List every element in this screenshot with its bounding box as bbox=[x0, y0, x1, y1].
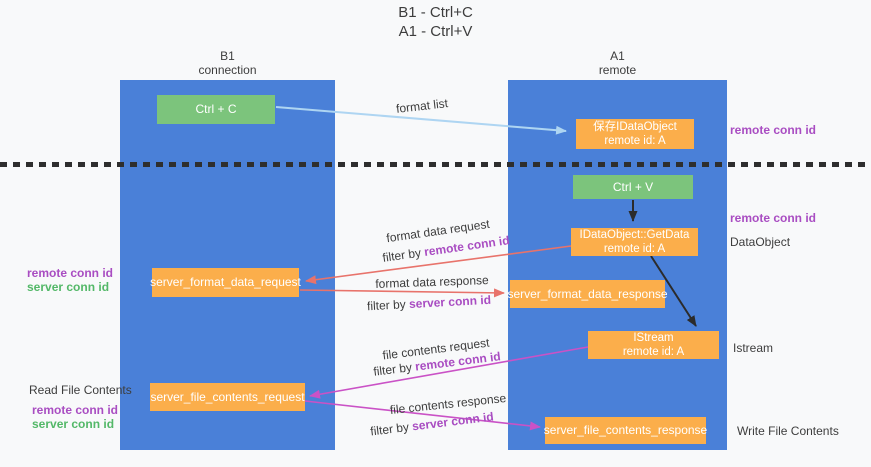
format-data-response-filter-label: filter by server conn id bbox=[367, 293, 492, 313]
lane-left-name: B1 bbox=[220, 49, 235, 63]
right-mid-remote-conn-id-label: remote conn id bbox=[730, 211, 817, 225]
ctrl-c-label: Ctrl + C bbox=[195, 102, 237, 116]
lane-header-left: B1 connection bbox=[120, 49, 335, 78]
istream-box: IStream remote id: A bbox=[588, 331, 719, 359]
diagram-title-line1: B1 - Ctrl+C bbox=[398, 4, 473, 21]
getdata-line1: IDataObject::GetData bbox=[579, 228, 690, 241]
file-contents-response-filter-label: filter by server conn id bbox=[370, 409, 495, 438]
left2-server-conn-id-label: server conn id bbox=[32, 417, 115, 431]
idataobject-getdata-box: IDataObject::GetData remote id: A bbox=[571, 228, 698, 256]
server-format-data-request-label: server_format_data_request bbox=[150, 275, 301, 289]
server-file-contents-request-box: server_file_contents_request bbox=[150, 383, 305, 411]
server-file-contents-response-box: server_file_contents_response bbox=[543, 417, 708, 444]
istream-line2: remote id: A bbox=[622, 346, 685, 358]
dataobject-label: DataObject bbox=[730, 235, 791, 249]
right-top-remote-conn-id-label: remote conn id bbox=[730, 123, 817, 137]
server-conn-id-text: server conn id bbox=[408, 292, 492, 312]
ctrl-v-box: Ctrl + V bbox=[573, 175, 693, 199]
filter-by-text: filter by bbox=[369, 419, 410, 439]
filter-by-text: filter by bbox=[372, 360, 413, 379]
server-file-contents-response-label: server_file_contents_response bbox=[543, 423, 708, 437]
lane-header-right: A1 remote bbox=[508, 49, 727, 78]
diagram-title-line2: A1 - Ctrl+V bbox=[398, 23, 473, 40]
server-format-data-request-box: server_format_data_request bbox=[150, 268, 301, 297]
format-data-response-label: format data response bbox=[375, 273, 489, 291]
istream-side-label: Istream bbox=[733, 341, 774, 355]
lane-right-name: A1 bbox=[610, 49, 625, 63]
left-remote-conn-id-label: remote conn id bbox=[27, 266, 114, 280]
ctrl-c-box: Ctrl + C bbox=[157, 95, 275, 124]
save-idataobject-line2: remote id: A bbox=[604, 135, 666, 147]
read-file-contents-label: Read File Contents bbox=[29, 383, 132, 397]
phase-separator-dashed-line bbox=[0, 162, 871, 167]
format-list-label: format list bbox=[395, 96, 449, 116]
server-format-data-response-label: server_format_data_response bbox=[507, 286, 668, 301]
getdata-line2: remote id: A bbox=[603, 243, 666, 255]
lane-left-role: connection bbox=[198, 62, 257, 77]
server-file-contents-request-label: server_file_contents_request bbox=[150, 389, 305, 404]
left2-remote-conn-id-label: remote conn id bbox=[32, 403, 119, 417]
server-format-data-response-box: server_format_data_response bbox=[507, 280, 668, 308]
left-server-conn-id-label: server conn id bbox=[27, 280, 110, 294]
istream-line1: IStream bbox=[633, 331, 674, 344]
save-idataobject-line1: 保存IDataObject bbox=[593, 120, 677, 133]
ctrl-v-label: Ctrl + V bbox=[612, 179, 654, 194]
filter-by-text: filter by bbox=[381, 245, 422, 265]
write-file-contents-label: Write File Contents bbox=[737, 424, 839, 438]
filter-by-text: filter by bbox=[366, 297, 407, 314]
lane-right-role: remote bbox=[598, 62, 637, 77]
save-idataobject-box: 保存IDataObject remote id: A bbox=[576, 119, 694, 149]
